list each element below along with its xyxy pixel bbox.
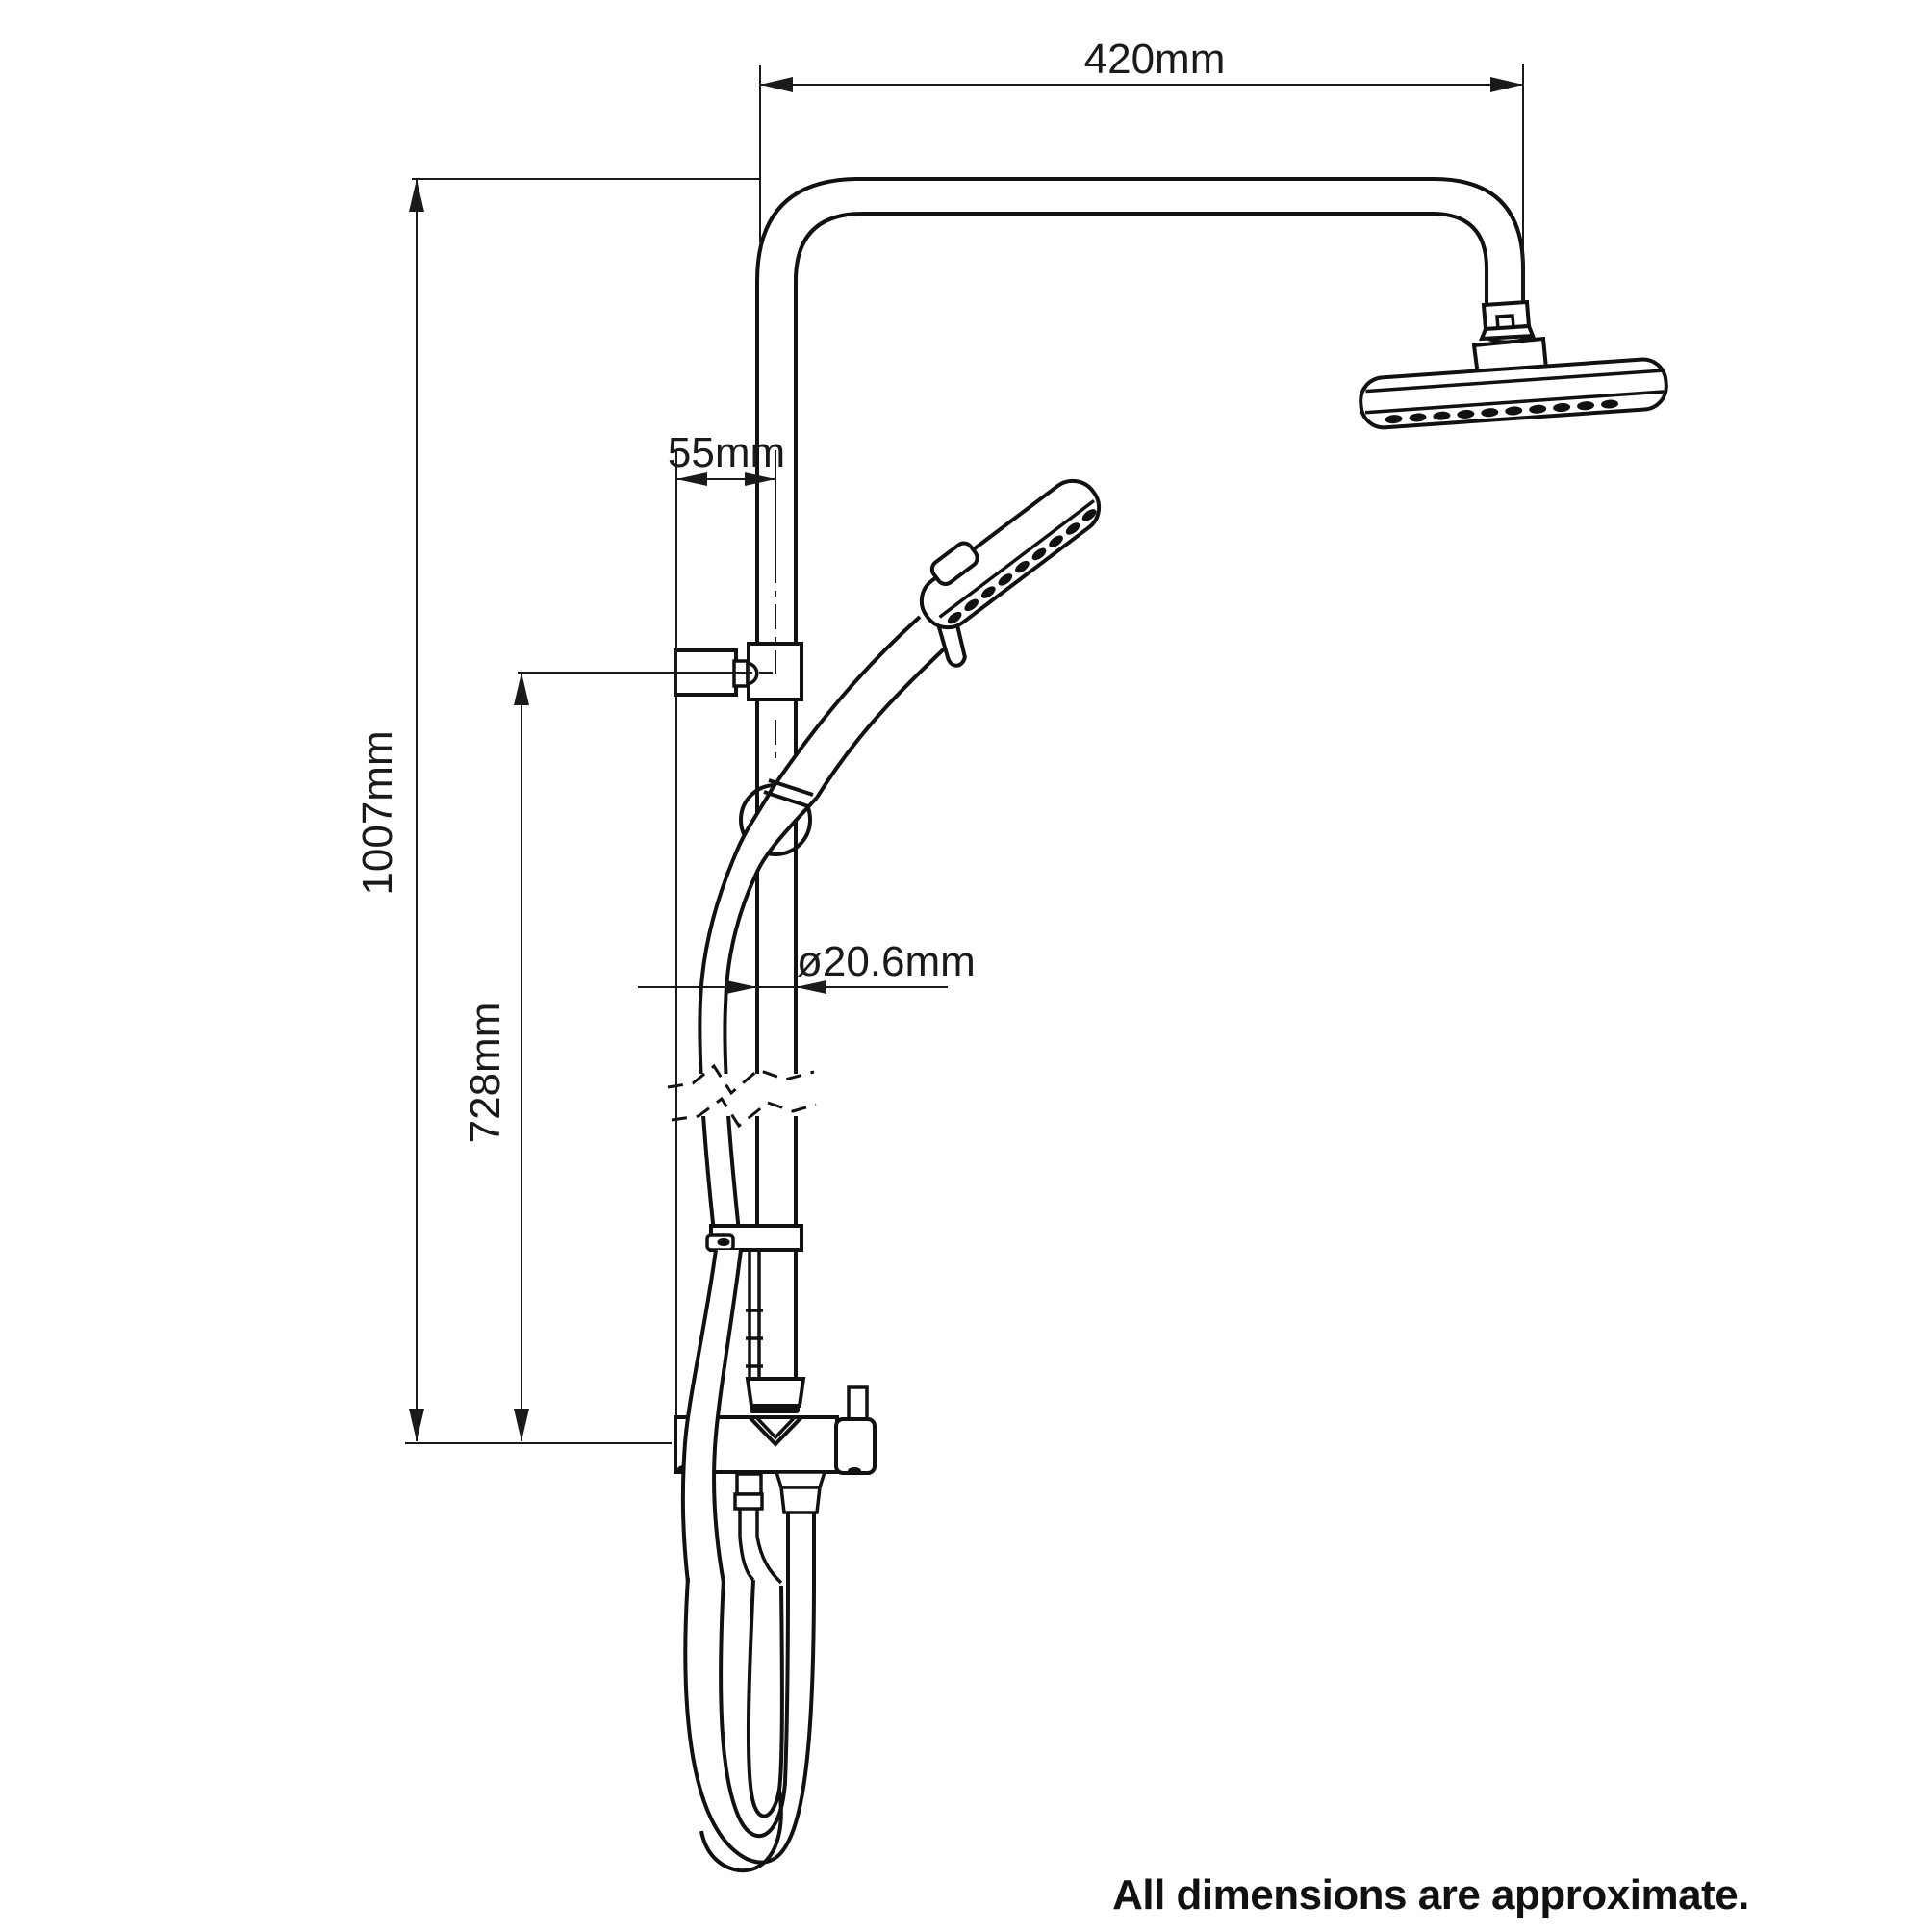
- hand-shower-nozzles: [947, 509, 1097, 624]
- shower-arm: [755, 177, 1525, 1250]
- arrowhead-down-icon: [514, 1409, 529, 1441]
- dimension-overall-height: 1007mm: [354, 178, 760, 1444]
- valve-dot-right: [848, 1467, 861, 1475]
- shower-hose-loop: [680, 1249, 816, 1873]
- arrowhead-right-icon: [726, 980, 757, 994]
- dimensions-note: All dimensions are approximate.: [1112, 1871, 1749, 1919]
- hose-retaining-clamp: [705, 1224, 803, 1252]
- arrowhead-up-icon: [514, 673, 529, 705]
- dimension-top-width: 420mm: [759, 36, 1524, 301]
- hand-shower-lever: [935, 622, 967, 668]
- valve-o-ring: [750, 1404, 800, 1413]
- dimension-pipe-diameter: ø20.6mm: [638, 938, 976, 994]
- break-line-upper: [667, 1063, 815, 1096]
- hose-loop-outer: [683, 1577, 816, 1865]
- hand-shower-body: [919, 478, 1102, 630]
- break-symbol: [667, 1063, 817, 1129]
- arrowhead-left-icon: [760, 77, 793, 92]
- overhead-shower-head: [1359, 357, 1668, 430]
- valve-funnel-outer: [748, 1415, 803, 1447]
- overhead-nozzles: [1385, 399, 1618, 424]
- arrowhead-left-icon: [796, 980, 826, 994]
- hose-outlet-tube: [786, 1513, 816, 1583]
- valve-left-outlet-tube: [738, 1509, 759, 1537]
- dimension-lower-height: 728mm: [462, 673, 529, 1441]
- hose-edge-right: [723, 796, 819, 1251]
- arrowhead-down-icon: [409, 1409, 424, 1441]
- dim-label-420mm: 420mm: [1084, 36, 1226, 83]
- dim-label-diameter: ø20.6mm: [797, 938, 976, 985]
- hand-shower-hose-upper: [698, 615, 953, 1251]
- handle-edge-right: [815, 641, 953, 800]
- clamp-screw-dot: [717, 1238, 730, 1246]
- hose-lower-right: [712, 1249, 743, 1584]
- hand-shower-handle-fill: [773, 617, 951, 798]
- riser-lower-tube: [748, 1250, 761, 1379]
- riser-tube-joints: [746, 1309, 763, 1368]
- break-gap: [668, 1074, 814, 1116]
- valve-funnel-inner: [754, 1415, 797, 1440]
- valve-outlet-block: [834, 1417, 877, 1475]
- hose-loop-middle: [719, 1577, 790, 1839]
- arrowhead-right-icon: [745, 472, 775, 486]
- centerlines: [518, 558, 777, 765]
- collar-flare: [1478, 323, 1536, 342]
- arrowhead-left-icon: [676, 472, 707, 486]
- dim-label-55mm: 55mm: [668, 429, 785, 476]
- valve-left-outlet-b: [733, 1492, 764, 1511]
- handle-swivel-nut: [763, 778, 814, 808]
- hose-edge-left: [698, 787, 775, 1251]
- overhead-head-top-rim: [1365, 369, 1663, 394]
- hose-loop-crossing: [699, 1789, 783, 1873]
- hand-shower-mode-button: [929, 541, 979, 586]
- hand-shower-head: [919, 478, 1102, 668]
- hose-nut-cone: [779, 1486, 822, 1514]
- valve-top-nut: [745, 1377, 806, 1408]
- break-line-lower: [671, 1096, 817, 1129]
- hose-lower-fill: [682, 1250, 741, 1583]
- dim-label-1007mm: 1007mm: [354, 730, 401, 895]
- valve-side-stem: [847, 1385, 869, 1424]
- handle-edge-left: [771, 615, 922, 790]
- riser-rail: [746, 177, 1525, 1379]
- hose-loop-connectors: [738, 1536, 783, 1585]
- hand-shower-face-rim: [938, 499, 1096, 619]
- valve-left-outlet-a: [735, 1472, 763, 1496]
- hose-loop-inner: [746, 1579, 784, 1818]
- hose-nut-upper: [774, 1470, 827, 1489]
- overhead-head-face-rim: [1364, 390, 1665, 415]
- dim-label-728mm: 728mm: [462, 1003, 509, 1144]
- shower-arm-inner: [794, 212, 1488, 1379]
- dimension-bracket-offset: 55mm: [668, 429, 785, 1417]
- arrowhead-right-icon: [1490, 77, 1523, 92]
- overhead-shower-assembly: [1359, 299, 1668, 430]
- arrowhead-up-icon: [409, 179, 424, 212]
- hose-lower-left: [680, 1249, 718, 1584]
